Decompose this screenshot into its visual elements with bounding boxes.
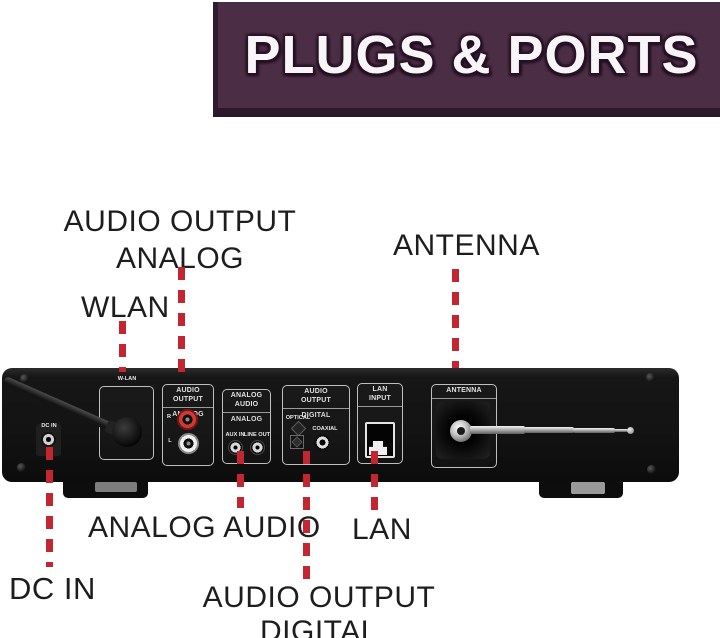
foot-pad [571, 482, 605, 494]
optical-label: OPTICAL [285, 415, 311, 421]
ethernet-port [365, 422, 395, 458]
analog-audio-section-sublabel: ANALOG [230, 415, 263, 423]
lan-section-box: LAN INPUT [357, 383, 403, 464]
line-out-label: LINE OUT [243, 432, 271, 438]
antenna-section-header: ANTENNA [432, 385, 496, 399]
rca-l-label: L [168, 438, 172, 444]
antenna-connector-hole [457, 427, 465, 435]
lan-section-header: LAN INPUT [358, 384, 402, 407]
callout-line-wlan [119, 321, 126, 372]
dc-in-port-label: DC IN [41, 423, 57, 429]
mini-jack-line-out [250, 440, 265, 455]
coaxial-label: COAXIAL [312, 426, 338, 432]
callout-line-analog-audio [237, 451, 244, 508]
telescopic-antenna-segment [573, 428, 615, 433]
coaxial-port [314, 434, 331, 451]
page-title: PLUGS & PORTS [244, 25, 699, 85]
wlan-antenna-hinge [112, 417, 142, 447]
rca-r-label: R [166, 414, 172, 420]
antenna-connector [450, 420, 472, 442]
analog-audio-section-header: ANALOG AUDIO [223, 390, 270, 413]
screw-icon [647, 465, 656, 474]
rca-jack-white-l [178, 433, 199, 454]
callout-label-audio-output-analog: AUDIO OUTPUT ANALOG [63, 205, 297, 275]
callout-label-audio-output-digital: AUDIO OUTPUT DIGITAL [202, 581, 436, 638]
telescopic-antenna-segment [470, 426, 525, 434]
screw-icon [20, 374, 29, 383]
callout-label-analog-audio: ANALOG AUDIO [88, 511, 321, 544]
rca-jack-red-r [177, 409, 198, 430]
callout-label-lan: LAN [352, 513, 412, 546]
device-foot-left [63, 480, 148, 498]
optical-toslink-port [290, 435, 304, 449]
analog-audio-section-box: ANALOG AUDIO ANALOG [222, 389, 271, 464]
device-foot-right [539, 480, 623, 498]
callout-line-dc-in [46, 447, 53, 567]
dc-in-jack [41, 432, 56, 447]
title-banner: PLUGS & PORTS [213, 2, 720, 117]
callout-line-audio-output-analog [178, 267, 185, 373]
foot-pad [95, 482, 137, 492]
screw-icon [646, 373, 655, 382]
telescopic-antenna-segment [524, 427, 574, 433]
audio-output-digital-section-sublabel: DIGITAL [301, 411, 331, 419]
telescopic-antenna-segment [614, 429, 628, 432]
audio-output-digital-section-header: AUDIO OUTPUT [283, 386, 349, 409]
callout-line-antenna [452, 269, 459, 368]
audio-output-analog-section-header: AUDIO OUTPUT [163, 385, 213, 408]
callout-label-antenna: ANTENNA [393, 229, 540, 262]
callout-label-wlan: WLAN [81, 291, 170, 324]
wlan-section-label: W-LAN [117, 376, 137, 382]
audio-output-digital-section-box: AUDIO OUTPUT DIGITAL [282, 385, 350, 465]
toslink-flap-icon [291, 436, 303, 448]
telescopic-antenna-tip [627, 427, 634, 434]
callout-line-lan [371, 451, 378, 511]
callout-line-audio-output-digital [303, 451, 310, 579]
screw-icon [17, 463, 26, 472]
callout-label-dc-in: DC IN [9, 571, 96, 606]
aux-in-label: AUX IN [225, 432, 245, 438]
